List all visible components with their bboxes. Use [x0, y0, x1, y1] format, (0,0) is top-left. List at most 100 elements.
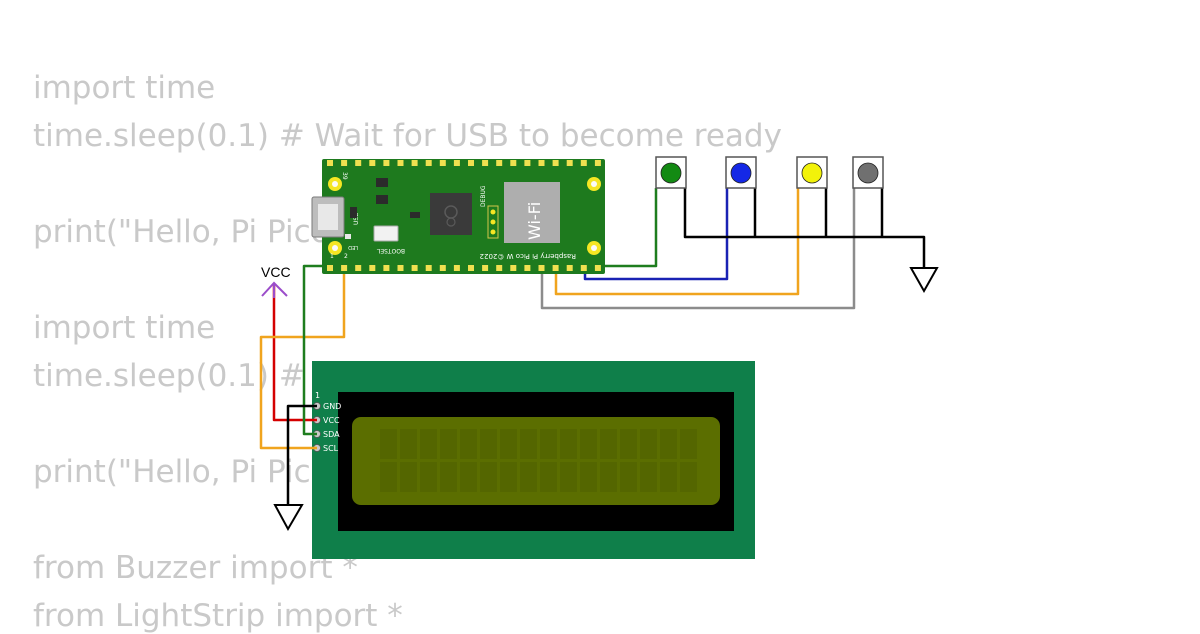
wire-vcc-red[interactable]	[272, 283, 317, 422]
pico-pin	[566, 160, 573, 166]
lcd-char-cell	[380, 429, 397, 459]
lcd-char-cell	[580, 462, 597, 492]
pico-pin	[397, 265, 404, 271]
lcd-module[interactable]: 1 GND VCC SDA SCL	[312, 361, 755, 559]
pico-pin	[566, 265, 573, 271]
pico-pin	[327, 160, 333, 166]
pico-pin	[355, 265, 362, 271]
ground-symbol-buttons	[909, 267, 939, 294]
bootsel-button[interactable]	[373, 225, 399, 242]
lcd-char-cell	[500, 429, 517, 459]
pico-pin	[552, 265, 559, 271]
lcd-char-cell	[560, 429, 577, 459]
pico-pin-39-label: 39	[341, 172, 348, 180]
lcd-char-cell	[440, 429, 457, 459]
button-cap	[660, 162, 682, 184]
code-line: time.sleep(0.1) # W	[33, 358, 346, 394]
wire-button-yellow[interactable]	[554, 188, 800, 296]
pushbutton-blue[interactable]	[725, 156, 757, 189]
button-cap	[730, 162, 752, 184]
code-line: time.sleep(0.1) # Wait for USB to become…	[33, 118, 782, 154]
code-line: from LightStrip import *	[33, 598, 403, 634]
wire-buttons-ground-bus[interactable]	[683, 188, 926, 268]
pico-pin	[538, 265, 545, 271]
lcd-char-cell	[660, 462, 677, 492]
lcd-char-cell	[620, 462, 637, 492]
lcd-char-cell	[400, 429, 417, 459]
pushbutton-gray[interactable]	[852, 156, 884, 189]
lcd-char-cell	[540, 429, 557, 459]
lcd-char-cell	[400, 462, 417, 492]
lcd-char-cell	[600, 462, 617, 492]
pico-pin	[439, 265, 446, 271]
smd-components	[350, 178, 420, 218]
lcd-char-cell	[480, 429, 497, 459]
pico-pin	[327, 265, 333, 271]
pico-pin	[594, 160, 601, 166]
lcd-char-cell	[620, 429, 637, 459]
pico-mounting-holes	[328, 177, 601, 255]
lcd-pin-sda-label: SDA	[323, 430, 340, 439]
lcd-pin-scl-label: SCL	[323, 444, 339, 453]
debug-label: DEBUG	[480, 185, 487, 207]
wire-button-green[interactable]	[600, 188, 658, 268]
wire-scl-orange[interactable]	[259, 266, 346, 450]
vcc-symbol: VCC	[261, 264, 291, 298]
wire-sda-green[interactable]	[302, 264, 330, 436]
usb-connector	[311, 196, 345, 238]
vcc-label: VCC	[261, 264, 291, 280]
wire-button-gray[interactable]	[540, 188, 856, 310]
pico-pin	[383, 265, 390, 271]
lcd-char-cell	[460, 462, 477, 492]
pico-pin	[496, 160, 503, 166]
lcd-char-cell	[440, 462, 457, 492]
lcd-char-cell	[480, 462, 497, 492]
lcd-char-cell	[540, 462, 557, 492]
wifi-module	[504, 182, 560, 243]
pico-pin	[468, 160, 474, 166]
lcd-char-cell	[460, 429, 477, 459]
pico-pin	[425, 160, 432, 166]
pico-pin	[594, 265, 601, 271]
pico-pin-2-label: 2	[344, 253, 348, 260]
lcd-pin-1-label: 1	[315, 391, 320, 400]
led	[345, 234, 351, 239]
pushbutton-green[interactable]	[655, 156, 687, 189]
lcd-char-cell	[500, 462, 517, 492]
lcd-char-cell	[580, 429, 597, 459]
lcd-char-cell	[520, 462, 537, 492]
code-line: print("Hello, Pi Pico	[33, 214, 330, 250]
pico-pin	[369, 265, 376, 271]
pico-pin-headers	[327, 160, 601, 271]
pico-pin	[482, 265, 489, 271]
pico-pin	[341, 160, 348, 166]
pico-pin	[538, 160, 545, 166]
lcd-pin-vcc-label: VCC	[323, 416, 340, 425]
pico-w-board[interactable]: USB 39 1 2 LED BOOTSEL DEBUG Wi-Fi Raspb…	[311, 159, 605, 274]
pico-pin	[524, 265, 531, 271]
lcd-char-cell	[420, 462, 437, 492]
pico-pin	[524, 160, 531, 166]
lcd-char-cell	[380, 462, 397, 492]
pico-pin	[510, 160, 517, 166]
pico-pin	[383, 160, 390, 166]
button-cap	[801, 162, 823, 184]
ground-symbol-lcd	[273, 504, 304, 532]
pico-pin	[552, 160, 559, 166]
pico-pin	[580, 265, 587, 271]
usb-label: USB	[353, 213, 360, 225]
pushbutton-yellow[interactable]	[796, 156, 828, 189]
wire-lcd-gnd-black[interactable]	[286, 404, 317, 505]
bootsel-label: BOOTSEL	[376, 247, 405, 254]
debug-header	[487, 205, 499, 239]
lcd-char-cell	[680, 462, 697, 492]
pico-pin	[341, 265, 348, 271]
pico-pin	[482, 160, 489, 166]
pico-pin	[369, 160, 376, 166]
lcd-char-cell	[600, 429, 617, 459]
pico-pin	[355, 160, 362, 166]
pico-pin	[453, 265, 460, 271]
led-label: LED	[348, 244, 358, 250]
code-line: import time	[33, 310, 216, 346]
pico-pin	[468, 265, 474, 271]
